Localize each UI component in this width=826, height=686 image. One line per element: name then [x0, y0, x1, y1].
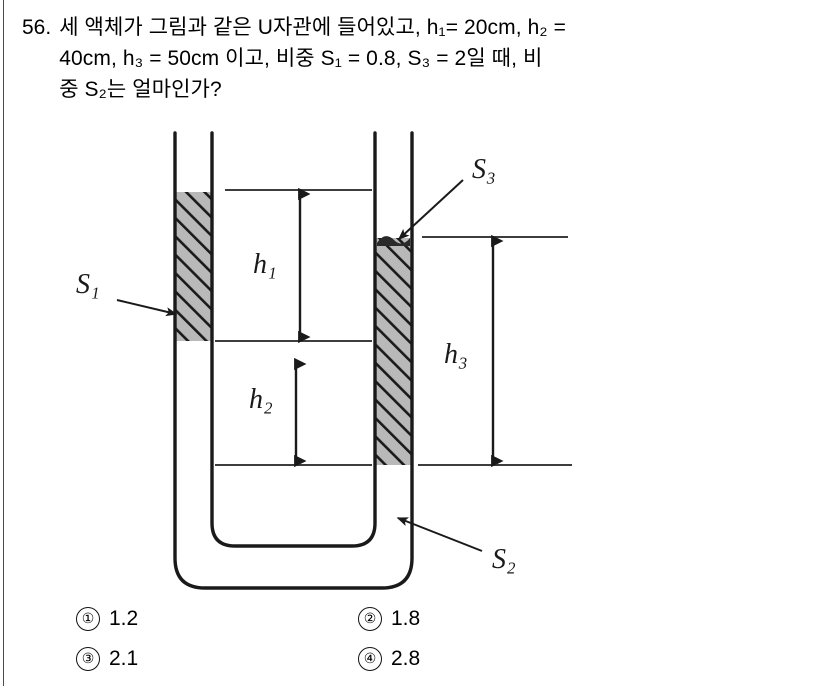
liquid-label-s1: S₁ — [76, 269, 100, 300]
liquid-label-s3: S₃ — [472, 154, 496, 185]
choice-label-1: 1.2 — [109, 607, 139, 630]
answer-choice-4[interactable]: ④ 2.8 — [358, 646, 420, 672]
tube-inner-wall — [210, 131, 377, 548]
dimension-label-h2: h₂ — [249, 384, 273, 415]
leader-line-s1 — [116, 299, 178, 317]
answer-choice-3[interactable]: ③ 2.1 — [76, 646, 138, 672]
dimension-label-h1: h₁ — [253, 249, 277, 280]
question-text-line-1: 세 액체가 그림과 같은 U자관에 들어있고, h₁= 20cm, h₂ = — [59, 16, 566, 39]
liquid-label-s2: S₂ — [492, 544, 516, 575]
choice-marker-1: ① — [76, 607, 100, 631]
question-text-line-3: 중 S₂는 얼마인가? — [59, 78, 222, 101]
choice-marker-3: ③ — [76, 647, 100, 671]
question-text-line-2: 40cm, h₃ = 50cm 이고, 비중 S₁ = 0.8, S₃ = 2일… — [59, 47, 543, 70]
liquid-column-s3 — [376, 238, 411, 465]
u-tube-figure: h₁ h₂ h₃ S₁ S₃ S₂ — [0, 118, 826, 598]
choice-label-4: 2.8 — [391, 647, 421, 670]
leader-line-s2 — [396, 517, 483, 552]
liquid-column-s1 — [176, 192, 211, 341]
tube-outer-wall — [173, 131, 414, 590]
dimension-label-h3: h₃ — [444, 339, 468, 370]
question-number: 56. — [22, 16, 52, 39]
question-stem: 56. 세 액체가 그림과 같은 U자관에 들어있고, h₁= 20cm, h₂… — [22, 12, 812, 105]
choice-marker-2: ② — [358, 607, 382, 631]
choice-marker-4: ④ — [358, 647, 382, 671]
answer-choice-1[interactable]: ① 1.2 — [76, 606, 138, 632]
question-text: 세 액체가 그림과 같은 U자관에 들어있고, h₁= 20cm, h₂ = 4… — [59, 12, 804, 105]
answer-choice-2[interactable]: ② 1.8 — [358, 606, 420, 632]
answer-choices: ① 1.2 ② 1.8 ③ 2.1 ④ 2.8 — [0, 604, 826, 684]
choice-label-3: 2.1 — [109, 647, 139, 670]
choice-label-2: 1.8 — [391, 607, 421, 630]
page-border-rule — [3, 0, 4, 686]
leader-line-s3 — [397, 179, 464, 241]
meniscus-s3 — [377, 236, 410, 246]
